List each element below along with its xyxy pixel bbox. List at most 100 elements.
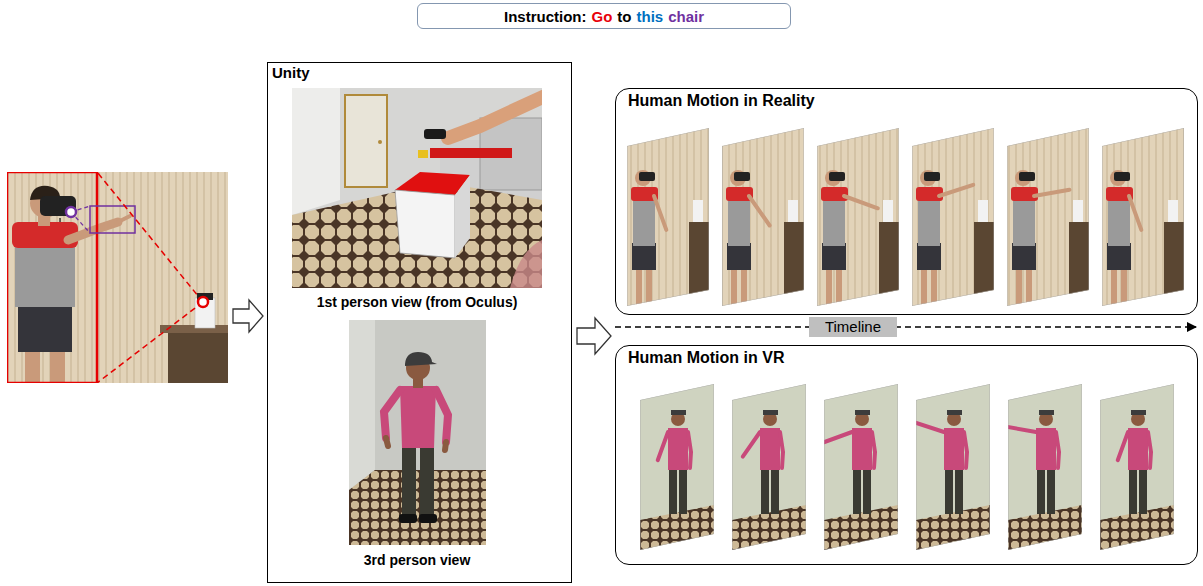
vr-frame	[658, 432, 668, 460]
reality-frame	[1114, 172, 1130, 181]
first-person-image	[448, 96, 542, 138]
third-person-image	[349, 320, 486, 545]
flow-arrow	[577, 318, 611, 354]
user-photo	[18, 302, 72, 352]
reality-frame	[636, 268, 642, 308]
user-photo	[25, 348, 40, 383]
first-person-image	[424, 129, 446, 139]
vr-frame	[668, 428, 688, 470]
reality-frame	[821, 187, 848, 201]
reality-frame	[822, 243, 846, 270]
vr-frame	[855, 410, 870, 415]
user-photo	[97, 172, 203, 302]
vr-frame	[669, 468, 677, 514]
vr-frame	[679, 468, 687, 514]
reality-frame	[1034, 190, 1069, 196]
first-person-image	[378, 140, 382, 144]
timeline-arrow	[615, 326, 1196, 327]
third-person-image	[436, 390, 448, 442]
vr-frame	[872, 432, 875, 468]
vr-frame	[732, 380, 808, 555]
user-photo	[168, 330, 228, 383]
reality-frame	[1012, 243, 1036, 270]
vr-frame	[1037, 468, 1045, 514]
third-person-image	[420, 446, 434, 516]
vr-frame	[1036, 428, 1056, 470]
vr-frame	[947, 410, 962, 415]
reality-frame	[627, 120, 1186, 312]
timeline-label: Timeline	[809, 317, 897, 337]
vr-frame	[1129, 468, 1137, 514]
reality-frame	[1164, 222, 1186, 312]
vr-frame	[771, 468, 779, 514]
instruction-text: chair	[668, 8, 704, 25]
reality-frame	[939, 185, 973, 196]
vr-frame	[1131, 410, 1146, 415]
reality-frame	[817, 120, 901, 312]
reality-frame	[912, 120, 996, 312]
third-person-image	[349, 470, 486, 545]
reality-frame	[784, 222, 806, 312]
reality-frame	[654, 196, 666, 230]
third-person-image	[386, 438, 388, 446]
third-person-image	[384, 390, 400, 438]
user-photo	[7, 172, 228, 383]
vr-frame	[1039, 410, 1054, 415]
view-caption-panel: 1st person view (from Oculus)	[287, 86, 548, 312]
motion-panel: Human Motion in VR	[615, 345, 1198, 565]
reality-frame	[632, 243, 656, 270]
vr-frame	[1008, 384, 1082, 550]
vr-frame	[763, 410, 778, 415]
vr-frame	[780, 432, 783, 468]
vr-frame	[1148, 432, 1151, 468]
panel-title: Human Motion in VR	[628, 349, 1185, 367]
panel-title: Unity	[272, 64, 567, 81]
user-photo	[195, 298, 215, 328]
vr-frame	[1100, 380, 1176, 555]
first-person-image	[292, 182, 542, 288]
user-photo	[90, 206, 135, 233]
vr-frame	[640, 380, 716, 555]
vr-frame	[732, 384, 806, 550]
reality-frame	[689, 222, 711, 312]
vr-frame	[1100, 380, 1176, 555]
vr-frame	[1118, 432, 1128, 460]
first-person-image	[455, 175, 470, 258]
vr-frame	[640, 380, 716, 555]
vr-frame	[945, 468, 953, 514]
reality-frame	[879, 222, 901, 312]
third-person-image	[349, 320, 486, 545]
instruction-text: to	[617, 8, 631, 25]
reality-frame	[1107, 243, 1131, 270]
instruction-box: Instruction:Gotothischair	[417, 3, 791, 29]
reality-frame	[1007, 120, 1091, 312]
reality-frame	[693, 200, 703, 222]
first-person-image	[395, 190, 455, 258]
reality-frame	[627, 128, 709, 306]
vr-frame	[852, 428, 872, 470]
vr-frame	[824, 380, 900, 555]
user-photo	[97, 302, 203, 383]
reality-frame	[826, 268, 832, 308]
reality-frame	[1168, 200, 1178, 222]
third-person-image	[405, 352, 437, 366]
vr-frame	[824, 384, 898, 550]
third-person-image	[349, 320, 375, 490]
reality-frame	[1111, 268, 1117, 308]
view-caption: 1st person view (from Oculus)	[287, 294, 548, 310]
vr-frame	[915, 423, 944, 432]
reality-frame	[639, 172, 655, 181]
vr-frame	[853, 468, 861, 514]
flow-arrow	[233, 300, 263, 332]
vr-frame	[916, 384, 990, 550]
instruction-text: Go	[591, 8, 612, 25]
panel-title: Human Motion in Reality	[628, 92, 1185, 110]
third-person-image	[419, 514, 437, 523]
timeline-text: Timeline	[815, 317, 891, 337]
vr-frame	[640, 380, 1176, 555]
user-photo	[66, 207, 76, 217]
user-photo	[68, 222, 118, 240]
first-person-image	[510, 240, 542, 288]
third-person-image	[400, 386, 436, 448]
